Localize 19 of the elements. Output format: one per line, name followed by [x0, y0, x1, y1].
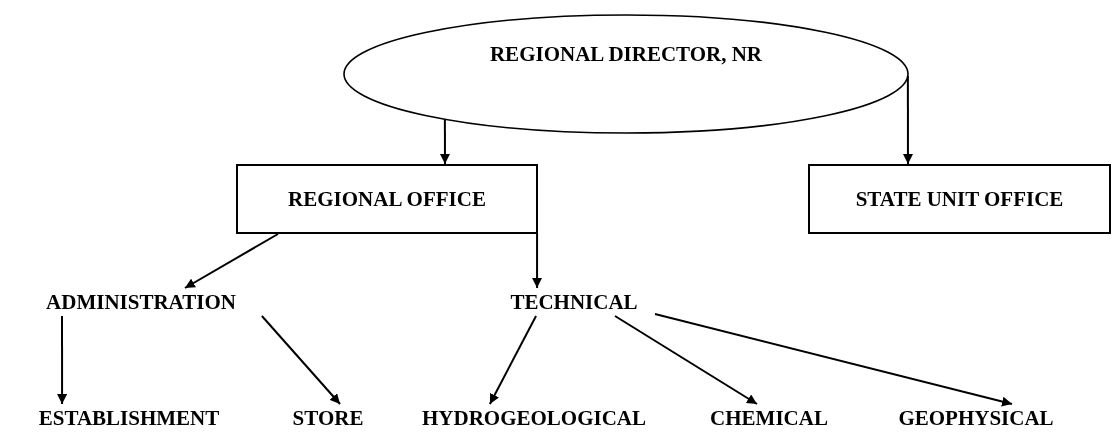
org-label-text: HYDROGEOLOGICAL: [422, 405, 646, 432]
org-label-text: CHEMICAL: [710, 405, 828, 432]
arrow: [654, 313, 1013, 407]
arrow: [614, 315, 758, 405]
arrow: [439, 118, 450, 165]
arrow: [260, 315, 341, 405]
org-label-text: STORE: [292, 405, 364, 432]
org-label-text: ADMINISTRATION: [46, 289, 236, 316]
org-label-text: ESTABLISHMENT: [38, 405, 220, 432]
arrow: [488, 315, 538, 405]
org-label-text: GEOPHYSICAL: [898, 405, 1054, 432]
arrow: [183, 233, 279, 289]
arrow: [903, 75, 913, 165]
org-oval-text: REGIONAL DIRECTOR, NR: [489, 41, 763, 68]
arrow: [532, 233, 543, 289]
org-box-text: REGIONAL OFFICE: [288, 186, 486, 213]
org-label-text: TECHNICAL: [510, 289, 638, 316]
arrow: [57, 315, 68, 405]
org-box-text: STATE UNIT OFFICE: [855, 186, 1064, 213]
